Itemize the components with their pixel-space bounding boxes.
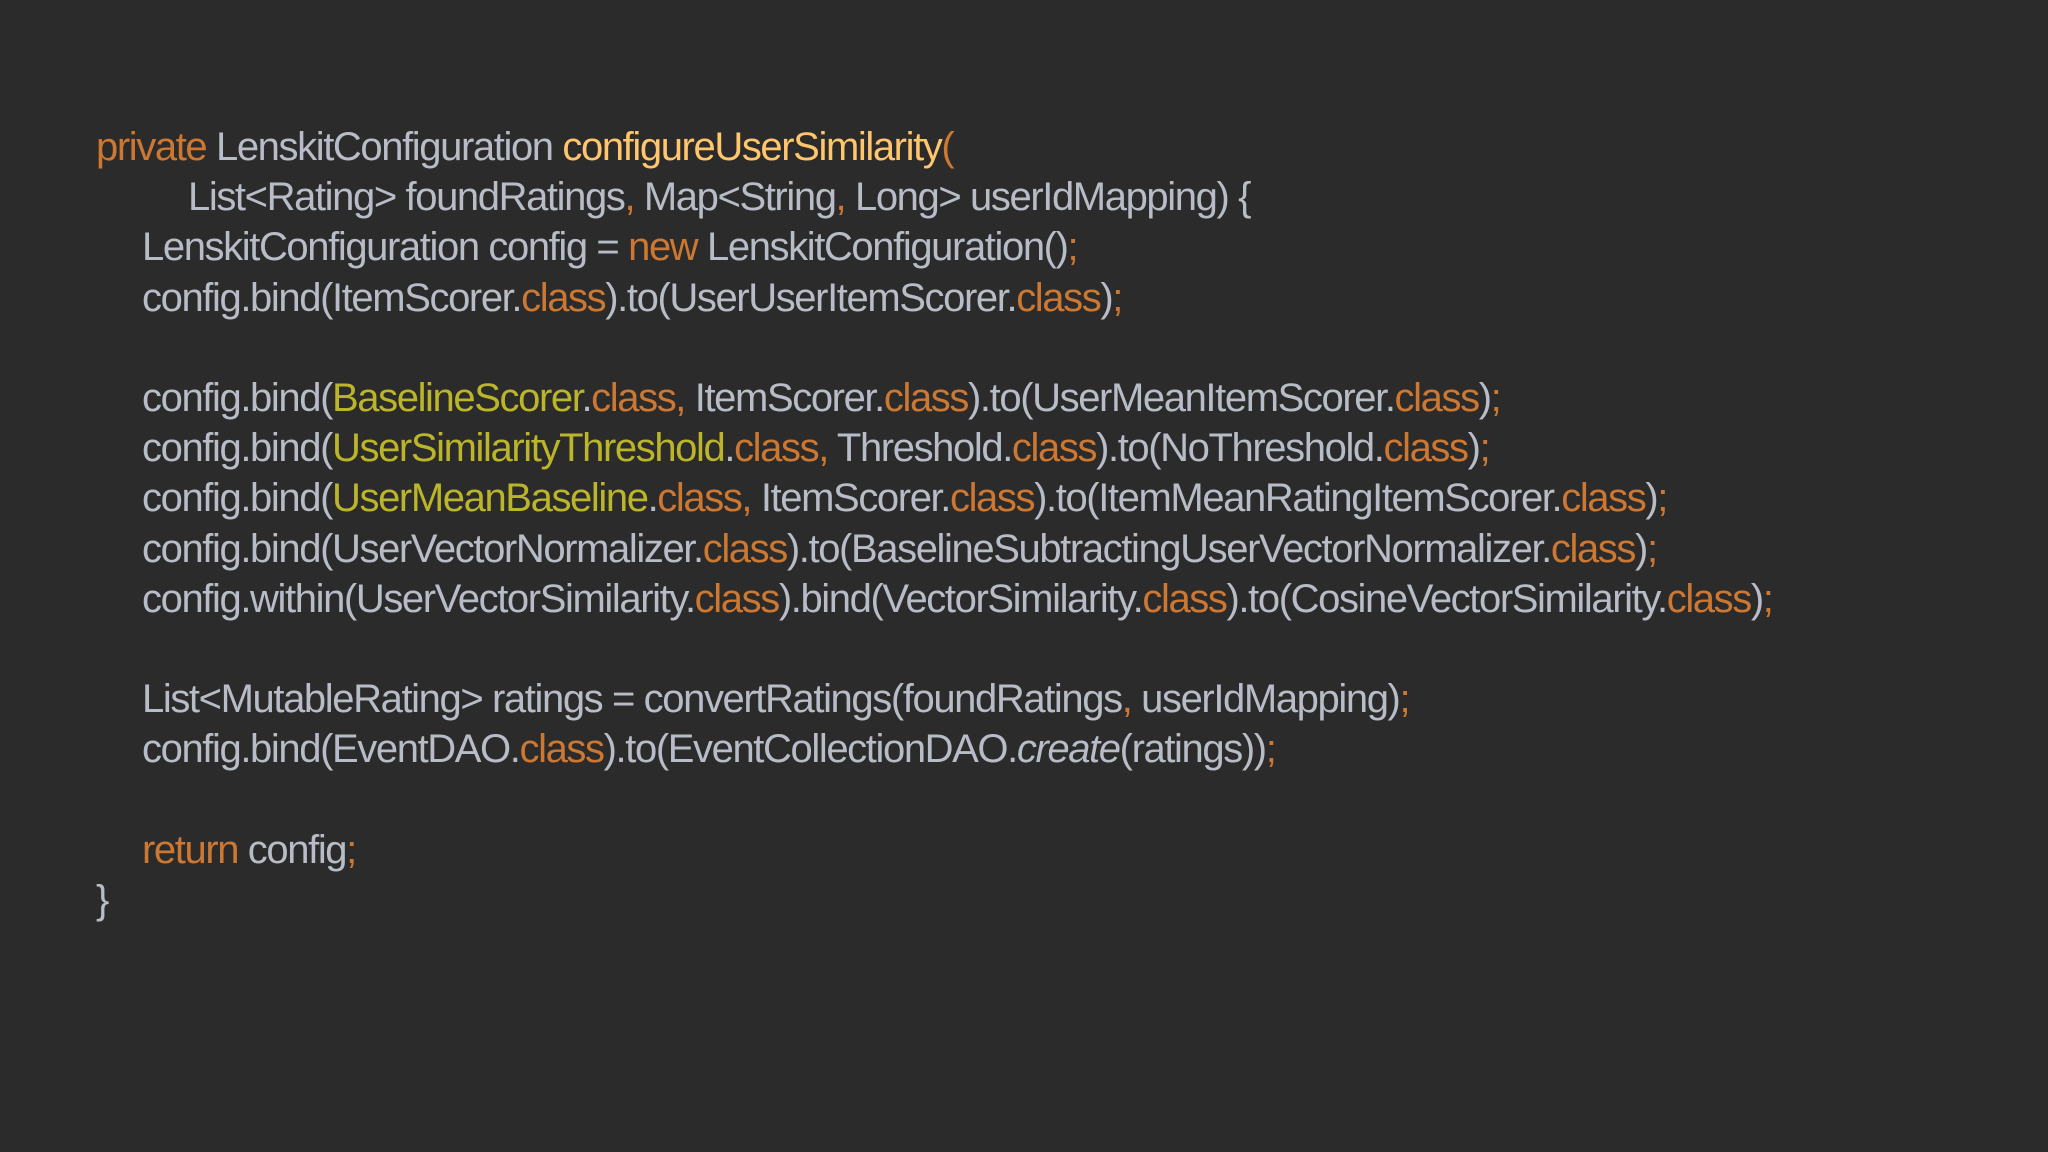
code-token: LenskitConfiguration config = (142, 225, 629, 270)
code-token: List<Rating> foundRatings (188, 175, 626, 220)
code-token: ItemScorer. (685, 375, 886, 420)
code-token: ).to(EventCollectionDAO. (603, 727, 1019, 772)
code-token: class, (734, 426, 829, 471)
code-token: . (724, 426, 735, 471)
code-token: configureUserSimilarity (562, 125, 942, 169)
code-token: UserMeanBaseline (332, 476, 649, 521)
code-token: ).to(NoThreshold. (1096, 426, 1385, 471)
code-token: ).to(UserMeanItemScorer. (968, 375, 1396, 420)
code-token: BaselineScorer (332, 375, 583, 420)
code-token: ).to(UserUserItemScorer. (605, 275, 1017, 320)
code-block: private LenskitConfiguration configureUs… (96, 122, 2038, 925)
code-token: Map<String (634, 175, 837, 220)
code-token: ; (1646, 526, 1658, 571)
code-token: ) (1478, 375, 1492, 420)
code-token: create (1016, 727, 1121, 772)
code-line: config.bind(UserSimilarityThreshold.clas… (96, 423, 2038, 473)
code-token: class (949, 476, 1036, 521)
code-line: config.bind(BaselineScorer.class, ItemSc… (96, 373, 2038, 423)
code-token: class (519, 727, 605, 772)
code-token: (ratings)) (1119, 727, 1267, 772)
code-line: List<MutableRating> ratings = convertRat… (96, 674, 2038, 724)
code-token: class (1142, 576, 1228, 621)
code-token: ; (1399, 677, 1410, 722)
code-line: List<Rating> foundRatings, Map<String, L… (96, 172, 2038, 222)
code-token: ) (1635, 526, 1648, 571)
code-token: config.bind( (142, 476, 333, 521)
code-line: private LenskitConfiguration configureUs… (96, 122, 2038, 172)
code-token: ; (346, 827, 357, 872)
code-token: LenskitConfiguration() (697, 225, 1069, 270)
code-line: config.bind(EventDAO.class).to(EventColl… (96, 724, 2038, 774)
code-line: config.within(UserVectorSimilarity.class… (96, 574, 2038, 624)
code-token: ).bind(VectorSimilarity. (778, 576, 1144, 621)
code-token: config.bind(EventDAO. (142, 727, 521, 772)
code-token: ) (1100, 275, 1113, 320)
code-token: } (96, 877, 109, 922)
code-token: ).to(ItemMeanRatingItemScorer. (1034, 476, 1563, 521)
blank-line (96, 774, 2038, 824)
code-token: ).to(BaselineSubtractingUserVectorNormal… (786, 526, 1552, 571)
code-token: ( (941, 125, 954, 169)
code-token: return (142, 827, 239, 872)
code-token: , (835, 175, 847, 220)
code-token: private (96, 125, 208, 169)
code-token: . (647, 476, 659, 521)
code-token: List<MutableRating> ratings = convertRat… (142, 677, 1123, 722)
code-token: class (1550, 526, 1637, 571)
code-token: ).to(CosineVectorSimilarity. (1226, 576, 1669, 621)
code-token: LenskitConfiguration (206, 125, 563, 169)
code-line: config.bind(UserVectorNormalizer.class).… (96, 524, 2038, 574)
code-token: ; (1479, 426, 1491, 471)
code-token: class (1561, 476, 1647, 521)
code-token: new (628, 225, 699, 270)
code-token: class (694, 576, 781, 621)
blank-line (96, 624, 2038, 674)
code-token: ; (1762, 576, 1774, 621)
code-token: class, (591, 375, 686, 420)
code-token: userIdMapping) (1131, 677, 1401, 722)
code-token: ; (1067, 225, 1079, 270)
code-token: Long> userIdMapping) { (845, 175, 1251, 220)
code-token: class (1394, 375, 1481, 420)
blank-line (96, 323, 2038, 373)
code-token: ) (1750, 576, 1764, 621)
code-line: LenskitConfiguration config = new Lenski… (96, 222, 2038, 272)
code-token: class, (657, 476, 752, 521)
code-token: class (702, 526, 789, 571)
code-token: ; (1490, 375, 1502, 420)
code-token: UserSimilarityThreshold (332, 426, 726, 471)
code-token: class (883, 375, 970, 420)
code-token: ) (1645, 476, 1658, 521)
code-line: return config; (96, 825, 2038, 875)
code-token: ItemScorer. (751, 476, 952, 521)
code-token: ; (1112, 275, 1123, 320)
code-token: class (1666, 576, 1753, 621)
code-line: } (96, 875, 2038, 925)
code-token: config (238, 827, 348, 872)
code-token: class (1011, 426, 1098, 471)
code-token: ) (1467, 426, 1481, 471)
code-token: ; (1657, 476, 1668, 521)
code-token: class (1016, 275, 1102, 320)
code-token: config.bind( (142, 375, 333, 420)
code-token: config.bind(UserVectorNormalizer. (142, 526, 704, 571)
code-token: config.within(UserVectorSimilarity. (142, 576, 696, 621)
code-token: . (581, 375, 592, 420)
code-token: , (624, 175, 635, 220)
code-token: config.bind( (142, 426, 333, 471)
code-line: config.bind(ItemScorer.class).to(UserUse… (96, 273, 2038, 323)
code-token: Threshold. (827, 426, 1013, 471)
code-token: class (521, 275, 607, 320)
code-token: ; (1265, 727, 1277, 772)
code-token: class (1383, 426, 1470, 471)
code-token: , (1121, 677, 1133, 722)
code-token: config.bind(ItemScorer. (142, 275, 523, 320)
code-line: config.bind(UserMeanBaseline.class, Item… (96, 473, 2038, 523)
